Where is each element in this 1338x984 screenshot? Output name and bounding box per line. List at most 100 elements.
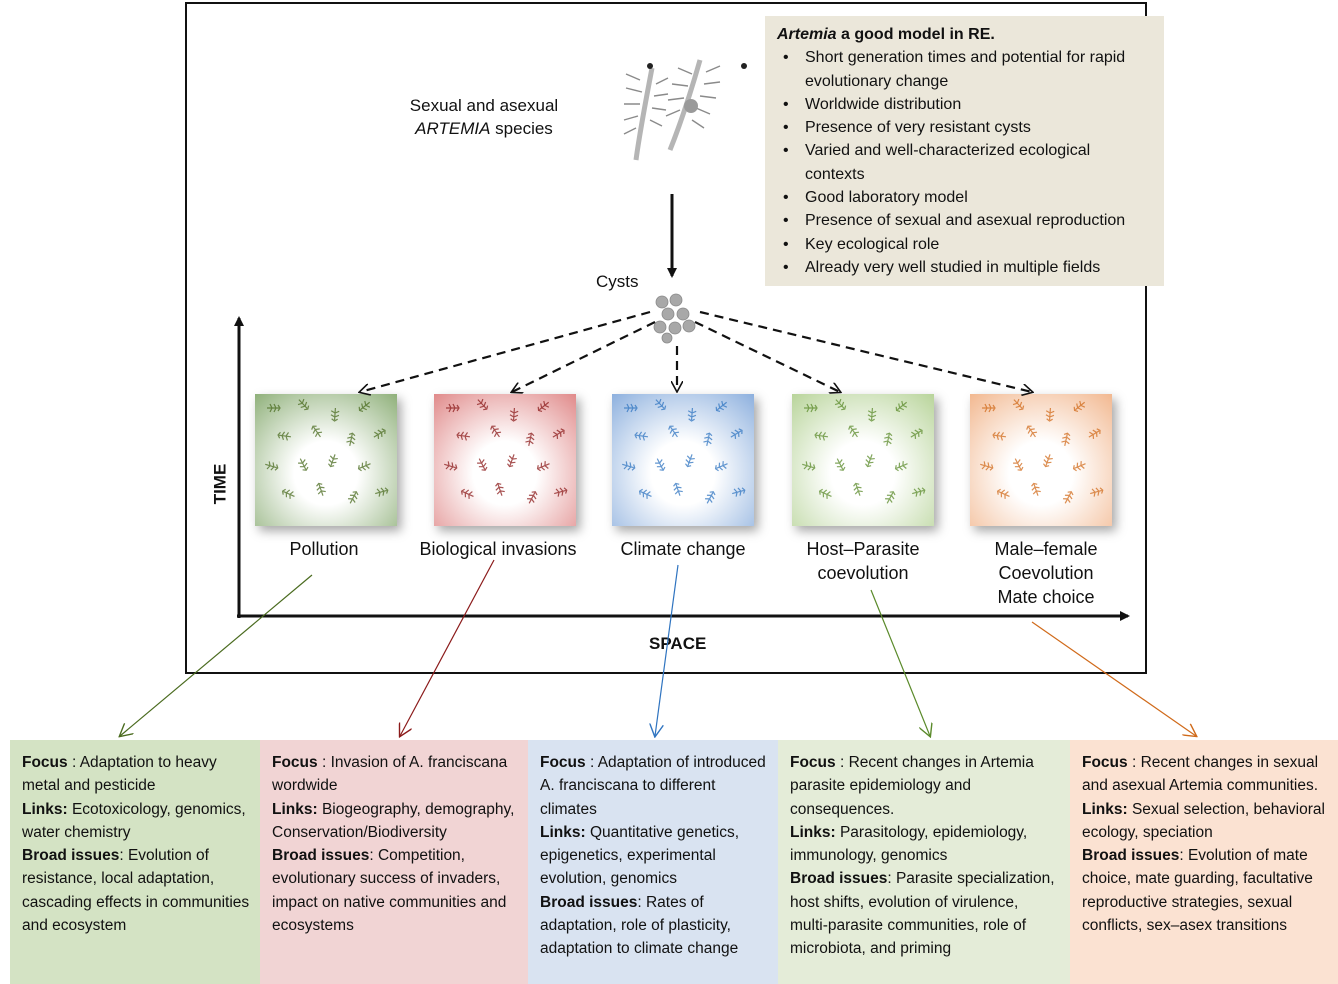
panel-links: Links: Parasitology, epidemiology, immun… xyxy=(790,821,1060,868)
focus-text: : Recent changes in sexual and asexual A… xyxy=(1082,754,1319,795)
scene-host-parasite xyxy=(792,394,934,526)
model-box-title-rest: a good model in RE. xyxy=(836,26,995,43)
issues-text: : Evolution of mate choice, mate guardin… xyxy=(1082,847,1313,935)
artemia-glyph xyxy=(992,431,1007,441)
artemia-glyph xyxy=(298,458,309,471)
scenario-label-line: Coevolution xyxy=(998,563,1094,583)
focus-text: : Recent changes in Artemia parasite epi… xyxy=(790,754,1034,818)
links-label: Links: xyxy=(540,823,586,841)
connector-invasions xyxy=(400,559,495,736)
scenario-label-line: Mate choice xyxy=(997,587,1095,607)
artemia-glyph xyxy=(1045,407,1055,422)
scenario-label-line: coevolution xyxy=(817,563,909,583)
artemia-glyph xyxy=(456,431,471,441)
scenario-label-male-female: Male–female Coevolution Mate choice xyxy=(968,537,1124,609)
model-box-item: Key ecological role xyxy=(777,233,1154,257)
species-label: Sexual and asexual ARTEMIA species xyxy=(394,94,574,140)
focus-label: Focus xyxy=(790,754,836,771)
focus-label: Focus xyxy=(272,754,318,771)
scenario-tiles xyxy=(265,398,1104,504)
artemia-glyph xyxy=(375,487,389,497)
artemia-glyph xyxy=(1063,491,1074,504)
artemia-glyph xyxy=(715,400,728,413)
scene-biological-invasions xyxy=(434,394,576,526)
issues-label: Broad issues xyxy=(790,870,888,888)
artemia-glyph xyxy=(265,461,279,471)
model-box-list: Short generation times and potential for… xyxy=(777,46,1154,279)
artemia-glyph xyxy=(996,488,1010,499)
model-box-title-genus: Artemia xyxy=(777,26,837,43)
artemia-glyph xyxy=(910,428,923,440)
artemia-glyph xyxy=(732,487,746,497)
links-text: Parasitology, epidemiology, immunology, … xyxy=(790,823,1028,865)
connector-male-female xyxy=(1031,621,1196,736)
focus-text: : Adaptation to heavy metal and pesticid… xyxy=(22,754,217,795)
artemia-glyph xyxy=(330,407,340,422)
panel-issues: Broad issues: Competition, evolutionary … xyxy=(272,844,518,937)
model-box-item: Varied and well-characterized ecological… xyxy=(777,139,1154,186)
links-text: Biogeography, demography, Conservation/B… xyxy=(272,800,515,841)
species-label-rest: species xyxy=(490,119,553,138)
issues-text: : Rates of adaptation, role of plasticit… xyxy=(540,893,739,958)
dashed-arrow-male-female xyxy=(699,310,1032,392)
focus-label: Focus xyxy=(1082,754,1128,771)
artemia-glyph xyxy=(883,432,893,446)
artemia-glyph xyxy=(446,403,460,413)
artemia-glyph xyxy=(373,428,386,440)
artemia-glyph xyxy=(894,461,908,472)
artemia-glyph xyxy=(703,432,713,446)
artemia-glyph xyxy=(327,454,338,468)
artemia-glyph xyxy=(622,461,636,471)
artemia-glyph xyxy=(895,400,908,413)
panel-issues: Broad issues: Parasite specialization, h… xyxy=(790,867,1060,960)
links-label: Links: xyxy=(790,823,836,841)
artemia-glyph xyxy=(853,482,863,496)
artemia-glyph xyxy=(277,431,292,441)
artemia-glyph xyxy=(1088,428,1101,440)
scenario-label-climate-change: Climate change xyxy=(600,537,766,561)
artemia-glyph xyxy=(1073,400,1086,413)
links-text: Quantitative genetics, epigenetics, expe… xyxy=(540,823,740,888)
artemia-glyph xyxy=(980,461,994,471)
panel-links: Links: Ecotoxicology, genomics, water ch… xyxy=(22,798,250,845)
artemia-glyph xyxy=(537,400,550,413)
cysts-label: Cysts xyxy=(596,272,639,291)
scenario-label-line: Male–female xyxy=(994,539,1098,559)
artemia-glyph xyxy=(536,461,550,472)
artemia-glyph xyxy=(714,461,728,472)
links-text: Ecotoxicology, genomics, water chemistry xyxy=(22,800,246,841)
scenario-label-pollution: Pollution xyxy=(256,537,392,561)
artemia-glyph xyxy=(730,428,743,440)
artemia-glyph xyxy=(348,491,359,504)
artemia-glyph xyxy=(490,425,502,438)
links-label: Links: xyxy=(22,800,68,818)
artemia-glyph xyxy=(506,454,517,468)
dashed-arrow-host-parasite xyxy=(694,321,840,392)
scene-pollution xyxy=(255,394,397,526)
artemia-glyph xyxy=(804,403,818,413)
artemia-glyph xyxy=(311,425,323,438)
issues-label: Broad issues xyxy=(540,893,638,911)
links-label: Links: xyxy=(1082,800,1128,818)
scenario-label-line: Host–Parasite xyxy=(806,539,920,559)
dashed-arrows xyxy=(360,310,1032,392)
scenario-label-line: Climate change xyxy=(620,539,746,559)
artemia-glyph xyxy=(1090,487,1104,497)
model-box-item: Worldwide distribution xyxy=(777,93,1154,117)
panel-issues: Broad issues: Evolution of resistance, l… xyxy=(22,844,250,937)
panel-links: Links: Biogeography, demography, Conserv… xyxy=(272,798,518,845)
artemia-glyph xyxy=(358,400,371,413)
issues-label: Broad issues xyxy=(272,847,370,865)
panel-pollution: Focus : Adaptation to heavy metal and pe… xyxy=(10,740,260,984)
panel-host-parasite: Focus : Recent changes in Artemia parasi… xyxy=(778,740,1070,984)
artemia-glyph xyxy=(687,407,697,422)
artemia-glyph xyxy=(802,461,816,471)
artemia-glyph xyxy=(885,491,896,504)
panel-issues: Broad issues: Evolution of mate choice, … xyxy=(1082,844,1328,937)
focus-text: : Invasion of A. franciscana wordwide xyxy=(272,754,508,795)
focus-label: Focus xyxy=(540,754,586,771)
artemia-glyph xyxy=(982,403,996,413)
panel-climate-change: Focus : Adaptation of introduced A. fran… xyxy=(528,740,778,984)
panel-biological-invasions: Focus : Invasion of A. franciscana wordw… xyxy=(260,740,528,984)
